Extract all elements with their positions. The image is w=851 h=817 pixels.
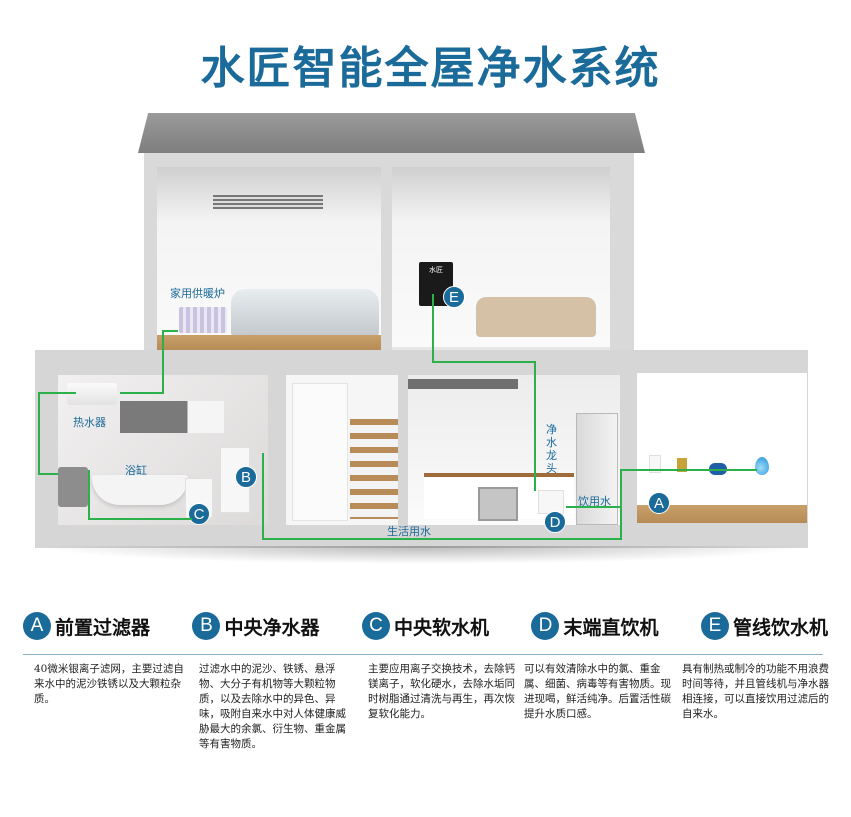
direct-drinking-unit (538, 490, 564, 514)
legend-item-c: C 中央软水机 (361, 612, 489, 640)
pipe-softener-line (88, 518, 192, 520)
valve-icon (677, 458, 687, 472)
legend-item-d: D 末端直饮机 (531, 612, 658, 640)
legend-title: 中央净水器 (224, 616, 320, 639)
radiator (179, 307, 227, 333)
legend-title: 前置过滤器 (55, 616, 151, 639)
legend-desc-c: 主要应用离子交换技术，去除钙镁离子，软化硬水，去除水垢同时树脂通过清洗与再生，再… (368, 663, 515, 720)
bed (231, 289, 379, 335)
legend-divider (23, 654, 823, 655)
badge-b-legend: B (192, 612, 221, 640)
legend-desc-e: 具有制热或制冷的功能不用浪费时间等待，并且管线机与净水器相连接，可以直接饮用过滤… (682, 663, 829, 720)
pipe-heater-left (38, 392, 76, 394)
bathtub (92, 475, 188, 505)
pipe-boiler (162, 330, 178, 332)
pipe-washer (38, 473, 58, 475)
badge-a-legend: A (23, 612, 51, 640)
pipe-domestic-water (262, 538, 622, 540)
badge-d-legend: D (531, 612, 560, 640)
legend: A 前置过滤器 B 中央净水器 C 中央软水机 D 末端直饮机 E 管线饮水机 (23, 612, 828, 640)
label-purified-faucet: 净水龙头 (546, 423, 557, 475)
entry-floor (637, 505, 807, 523)
pipe-entry-down (620, 469, 622, 539)
pipe-main-inlet (620, 469, 757, 471)
staircase (350, 419, 398, 519)
pipe-to-purifier (262, 453, 264, 539)
pipe-drinking-water (566, 506, 622, 508)
door (292, 383, 348, 521)
label-domestic-water: 生活用水 (387, 525, 431, 538)
dispenser-screen: 水匠 (429, 266, 443, 274)
badge-c[interactable]: C (188, 503, 210, 525)
legend-title: 中央软水机 (393, 616, 489, 639)
pre-filter-unit (649, 455, 661, 473)
room-bathroom (58, 375, 268, 525)
legend-title: 末端直饮机 (563, 616, 659, 639)
label-boiler: 家用供暖炉 (170, 287, 225, 300)
oven (478, 487, 518, 521)
label-drinking-water: 饮用水 (578, 495, 611, 508)
badge-e[interactable]: E (443, 286, 465, 308)
house-roof (138, 113, 645, 153)
label-bathtub: 浴缸 (125, 464, 147, 477)
legend-item-a: A 前置过滤器 (23, 612, 150, 640)
pipe-bath-up (88, 470, 90, 520)
pipe-dispenser-down (432, 294, 434, 362)
water-heater (67, 383, 117, 405)
legend-desc-d: 可以有效清除水中的氯、重金属、细菌、病毒等有害物质。现进现喝，鲜活纯净。后置活性… (524, 663, 671, 720)
water-drop-icon (755, 457, 769, 475)
washing-machine (58, 467, 88, 507)
bath-cabinets (120, 401, 224, 433)
badge-d[interactable]: D (544, 511, 566, 533)
legend-item-b: B 中央净水器 (192, 612, 320, 640)
room-living: 水匠 (392, 167, 610, 350)
living-floor (392, 347, 610, 350)
bedroom-floor (157, 335, 381, 350)
legend-desc-a: 40微米银离子滤网，主要过滤自来水中的泥沙铁锈以及大颗粒杂质。 (34, 663, 184, 705)
badge-a[interactable]: A (648, 492, 670, 514)
badge-e-legend: E (700, 612, 729, 640)
sofa (476, 297, 596, 337)
ac-vent (213, 195, 323, 209)
legend-item-e: E 管线饮水机 (700, 612, 828, 640)
legend-desc-b: 过滤水中的泥沙、铁锈、悬浮物、大分子有机物等大颗粒物质，以及去除水中的异色、异味… (199, 663, 346, 750)
pipe-upstairs-link (432, 361, 536, 363)
room-bedroom (157, 167, 381, 350)
house-shadow (35, 546, 808, 564)
badge-b[interactable]: B (235, 466, 257, 488)
pipe-to-faucet (534, 361, 536, 491)
pipe-to-boiler (162, 330, 164, 393)
pipe-left-down (38, 392, 40, 474)
page-title: 水匠智能全屋净水系统 (200, 43, 661, 94)
room-stairway (286, 375, 398, 525)
label-water-heater: 热水器 (73, 416, 106, 429)
badge-c-legend: C (361, 612, 390, 640)
pipe-heater-right (120, 392, 164, 394)
legend-title: 管线饮水机 (732, 616, 828, 639)
range-hood (408, 379, 518, 389)
